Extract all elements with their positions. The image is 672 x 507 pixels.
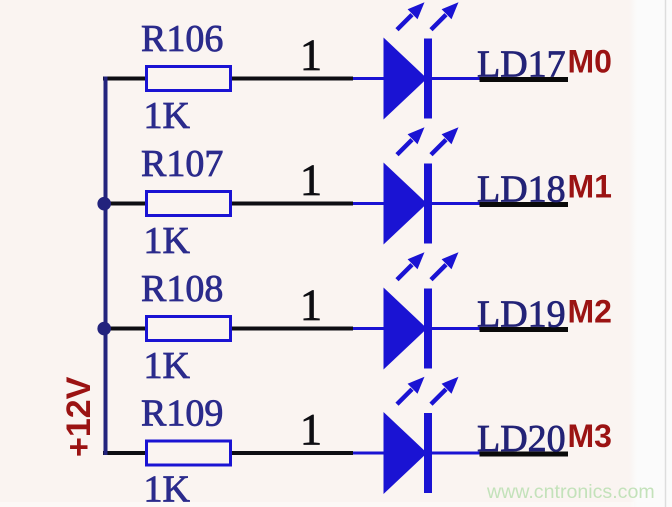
svg-text:R109: R109 [141, 392, 223, 434]
svg-text:R108: R108 [141, 268, 223, 310]
svg-text:+12V: +12V [60, 376, 98, 457]
svg-text:LD17: LD17 [477, 44, 566, 86]
svg-text:R106: R106 [141, 18, 223, 60]
svg-text:1K: 1K [144, 469, 191, 507]
svg-text:1K: 1K [144, 345, 191, 387]
svg-text:M0: M0 [568, 44, 612, 80]
svg-text:1K: 1K [144, 95, 191, 137]
svg-text:M1: M1 [568, 169, 612, 205]
svg-text:R107: R107 [141, 143, 223, 185]
svg-text:www.cntronics.com: www.cntronics.com [486, 481, 655, 503]
svg-text:LD18: LD18 [477, 169, 566, 211]
svg-text:1K: 1K [144, 220, 191, 262]
svg-text:M3: M3 [568, 418, 612, 454]
svg-text:1: 1 [300, 281, 322, 330]
svg-text:LD19: LD19 [477, 294, 566, 336]
svg-text:LD20: LD20 [477, 418, 566, 460]
svg-text:1: 1 [300, 405, 322, 454]
svg-text:1: 1 [300, 156, 322, 205]
svg-text:M2: M2 [568, 294, 612, 330]
svg-text:1: 1 [300, 31, 322, 80]
